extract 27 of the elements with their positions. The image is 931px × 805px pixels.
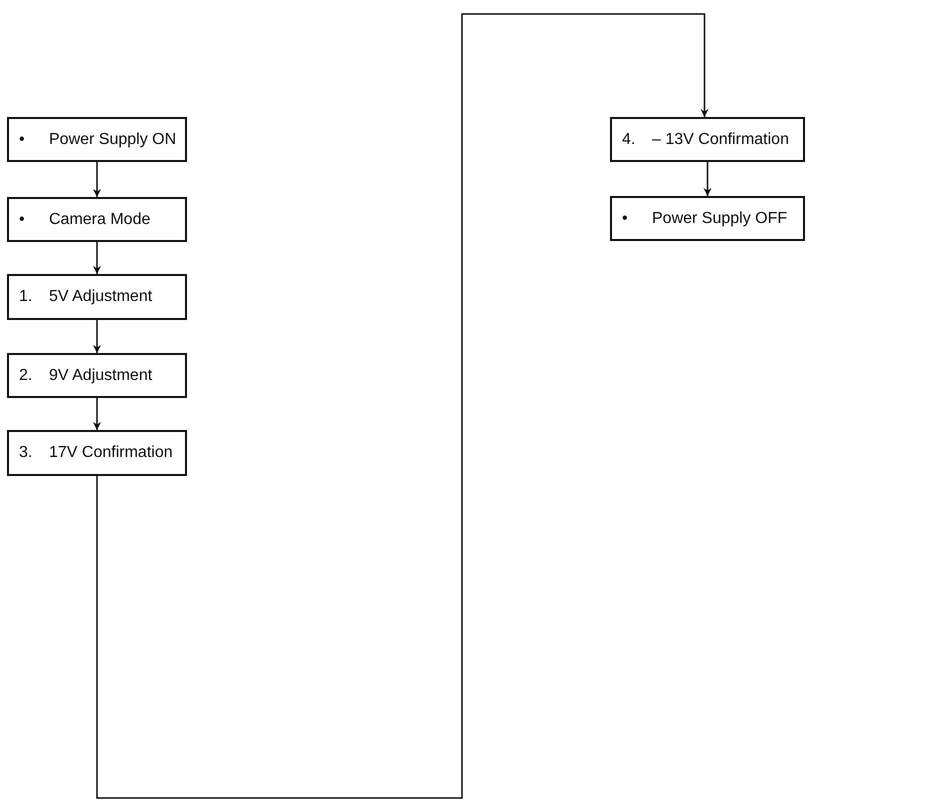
arrow [93, 242, 101, 274]
step-marker: • [19, 210, 26, 228]
step-label: 5V Adjustment [49, 288, 152, 306]
step-label: Power Supply OFF [652, 210, 788, 228]
step-label: – 13V Confirmation [652, 130, 789, 148]
process-box [7, 117, 187, 162]
process-box [7, 197, 187, 242]
step-marker: 3. [19, 444, 34, 462]
process-box [7, 353, 187, 398]
step-label: Power Supply ON [49, 130, 176, 148]
process-box [610, 196, 805, 241]
process-box [7, 274, 187, 320]
step-label: 17V Confirmation [49, 444, 173, 462]
step-label: Camera Mode [49, 210, 150, 228]
arrow [704, 162, 712, 196]
process-box [610, 117, 805, 162]
arrow [93, 162, 101, 197]
step-marker: • [19, 130, 26, 148]
arrow [96, 13, 708, 799]
arrow [93, 398, 101, 430]
step-marker: 2. [19, 366, 34, 384]
arrow [93, 320, 101, 353]
step-marker: 4. [622, 130, 636, 148]
process-box [7, 430, 187, 476]
step-marker: 1. [19, 288, 34, 306]
step-label: 9V Adjustment [49, 366, 152, 384]
step-marker: • [622, 210, 629, 228]
